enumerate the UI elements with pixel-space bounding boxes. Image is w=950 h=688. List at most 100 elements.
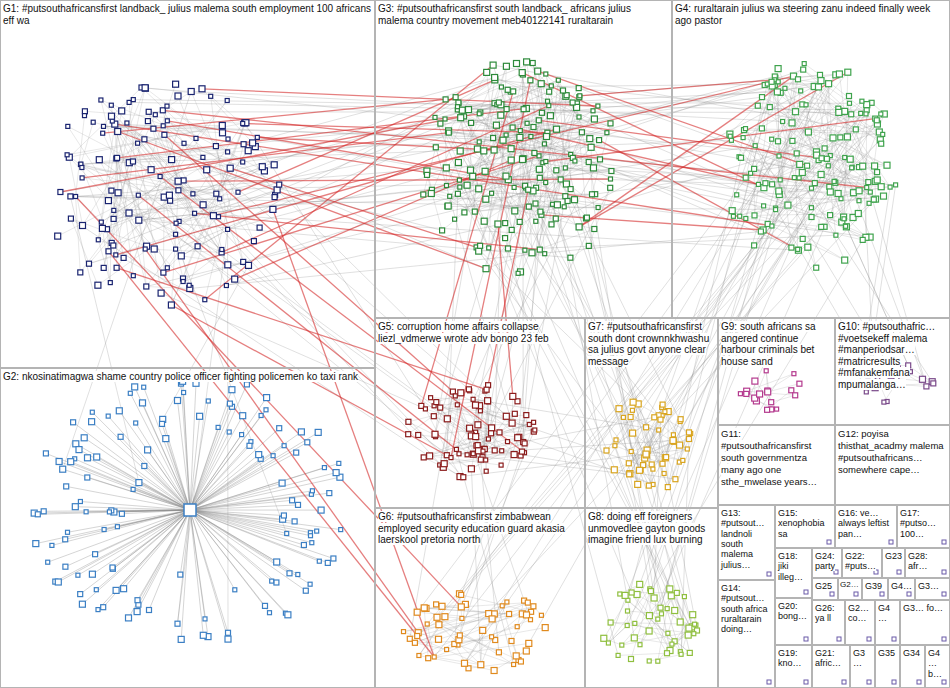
vertex-icon [434,614,440,620]
vertex-icon [433,145,438,150]
vertex-icon [827,189,833,195]
vertex-icon [178,253,184,259]
vertex-icon [227,430,231,434]
vertex-icon [777,154,781,158]
vertex-icon [93,552,98,557]
vertex-icon [99,98,103,102]
vertex-icon [744,217,748,221]
vertex-icon [142,137,147,142]
vertex-icon [759,126,764,131]
vertex-icon [298,429,304,435]
vertex-icon [191,192,195,196]
tie-line [792,96,849,141]
vertex-icon [246,262,252,268]
vertex-icon [514,61,520,67]
tie-line [579,76,793,227]
vertex-icon [492,448,497,453]
vertex-icon [478,243,483,248]
tie-line [437,137,847,617]
vertex-icon [63,564,68,569]
vertex-icon [271,454,275,458]
vertex-icon [421,455,426,460]
vertex-icon [500,604,504,608]
tie-line [436,147,521,455]
vertex-icon [99,225,105,231]
tie-line [226,223,505,285]
vertex-icon [526,187,531,192]
vertex-icon [770,224,774,228]
vertex-icon [415,634,420,639]
tie-line [512,606,534,641]
tie-line [488,190,528,386]
vertex-icon [565,199,570,204]
vertex-icon [785,202,791,208]
vertex-icon [402,630,406,634]
tie-line [78,510,190,575]
tie-line [181,80,495,256]
vertex-icon [529,250,535,256]
vertex-icon [427,453,433,459]
vertex-icon [428,191,434,197]
vertex-icon [140,400,146,406]
vertex-icon [176,188,181,193]
tie-line [65,510,190,567]
vertex-icon [685,447,689,451]
vertex-icon [434,400,439,405]
vertex-icon [216,425,220,429]
vertex-icon [72,504,78,510]
vertex-icon [256,452,262,458]
vertex-icon [584,216,589,221]
vertex-icon [339,528,343,532]
tie-line [68,126,164,272]
vertex-icon [264,408,268,412]
vertex-icon [206,399,210,403]
tie-line [417,612,492,619]
tie-line [423,147,436,194]
vertex-icon [741,136,745,140]
vertex-icon [457,452,461,456]
vertex-icon [678,417,683,422]
tie-line [461,595,531,612]
vertex-icon [767,105,772,110]
tie-line [467,185,694,634]
tie-line [80,510,190,594]
vertex-icon [894,183,898,187]
vertex-icon [509,639,514,644]
vertex-icon [290,498,295,503]
vertex-icon [657,428,661,432]
vertex-icon [200,202,206,208]
vertex-icon [802,62,806,66]
vertex-icon [478,457,483,462]
tie-line [449,131,759,185]
vertex-icon [431,414,436,419]
vertex-icon [195,244,200,249]
vertex-icon [796,247,800,251]
vertex-icon [281,513,286,518]
vertex-icon [818,78,824,84]
vertex-icon [538,209,543,214]
vertex-icon [454,447,458,451]
vertex-icon [544,72,548,76]
vertex-icon [511,452,517,458]
vertex-icon [84,510,88,514]
vertex-icon [445,648,449,652]
vertex-icon [169,157,175,163]
vertex-icon [89,571,95,577]
vertex-icon [570,100,575,105]
vertex-icon [516,271,520,275]
vertex-icon [236,190,240,194]
vertex-icon [549,84,553,88]
vertex-icon [145,119,150,124]
vertex-icon [512,208,518,214]
tie-line [63,469,190,510]
tie-line [435,73,522,118]
vertex-icon [445,203,451,209]
vertex-icon [510,125,515,130]
tie-line [163,265,249,419]
vertex-icon [778,178,782,182]
vertex-icon [80,166,84,170]
vertex-icon [805,163,810,168]
vertex-icon [458,390,464,396]
tie-line [213,76,793,216]
vertex-icon [434,602,439,607]
